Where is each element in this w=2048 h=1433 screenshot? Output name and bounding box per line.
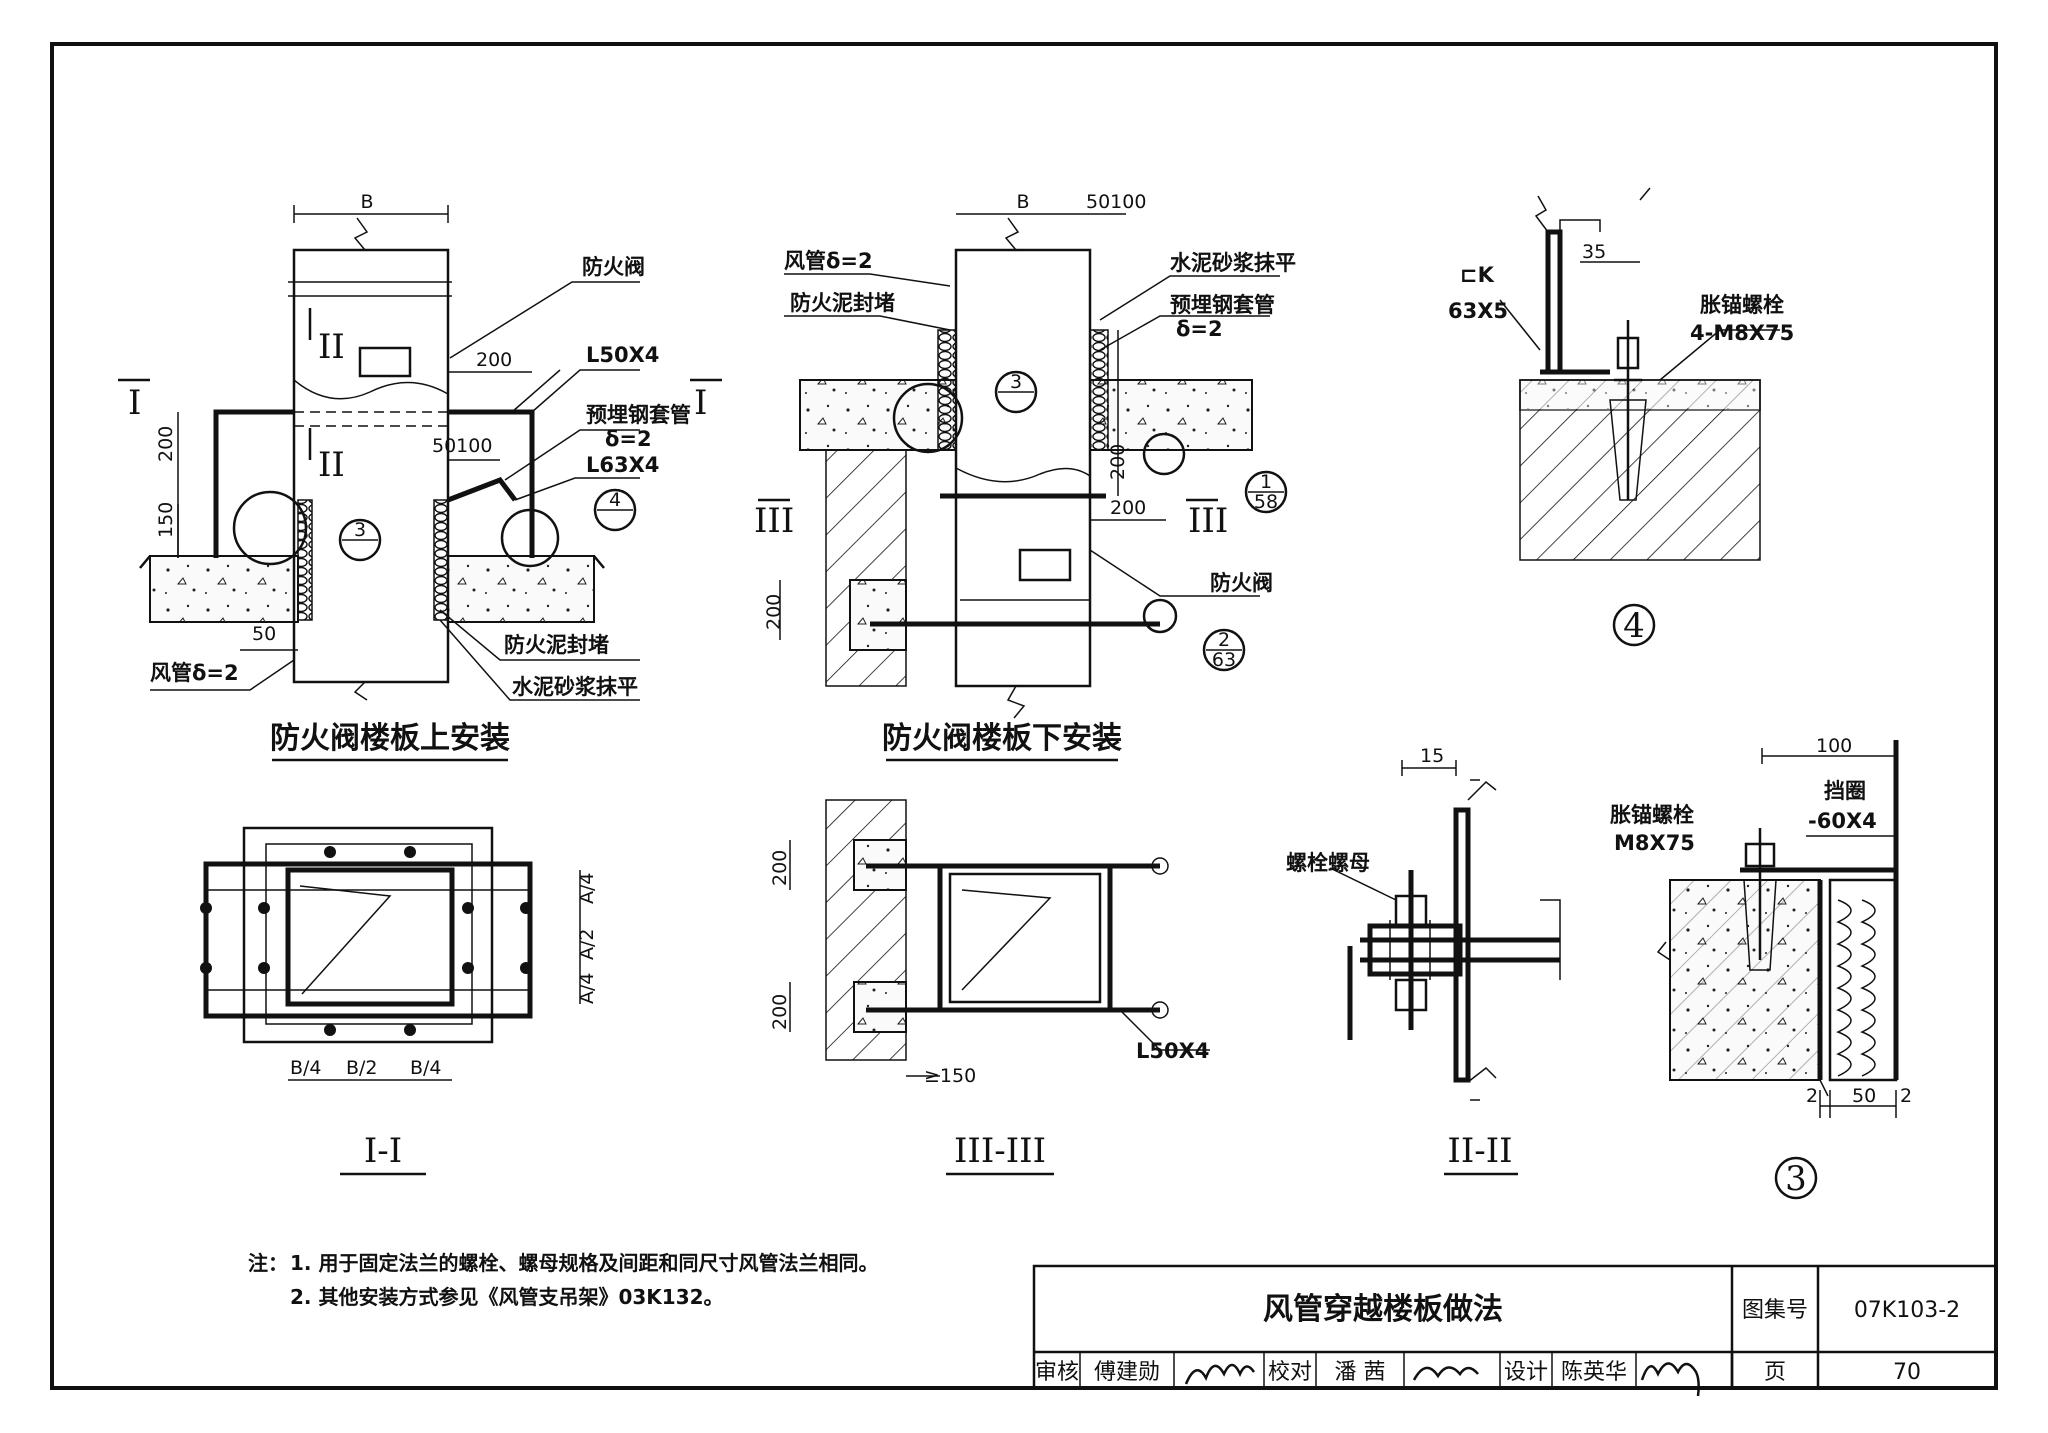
sec2-label-bolt-nut: 螺栓螺母 bbox=[1286, 851, 1370, 875]
page-number: 70 bbox=[1893, 1360, 1921, 1385]
fig3-label-ring-spec: -60X4 bbox=[1808, 809, 1877, 833]
title-block bbox=[1032, 1264, 1998, 1397]
fig4-label-bolt-spec: 4-M8X75 bbox=[1690, 321, 1794, 345]
fig1-label-duct: 风管δ=2 bbox=[150, 661, 239, 685]
fig-valve-above-floor bbox=[118, 205, 722, 701]
fig2-mark-iii-right: III bbox=[1188, 501, 1228, 541]
fig2-ref-63: 63 bbox=[1212, 649, 1236, 671]
fig-detail-4 bbox=[1499, 187, 1780, 647]
fig1-dim-50100: 50100 bbox=[432, 435, 492, 457]
fig1-label-angle-top: L50X4 bbox=[586, 343, 659, 367]
fig4-label-angle-type: ⊏K bbox=[1460, 263, 1495, 287]
fig1-dim-150: 150 bbox=[155, 502, 177, 538]
sec3-caption: III-III bbox=[954, 1131, 1046, 1171]
sec3-dim-150: ≥150 bbox=[924, 1065, 976, 1087]
designer-name: 陈英华 bbox=[1561, 1360, 1627, 1385]
fig4-label-bolt: 胀锚螺栓 bbox=[1700, 293, 1784, 317]
review-label: 审核 bbox=[1035, 1360, 1079, 1385]
fig3-label-bolt: 胀锚螺栓 bbox=[1610, 803, 1694, 827]
fig2-label-sleeve-delta: δ=2 bbox=[1176, 317, 1223, 341]
fig2-detail-3: 3 bbox=[1010, 371, 1022, 393]
fig1-label-sleeve: 预埋钢套管 bbox=[586, 403, 691, 427]
fig1-dim-50: 50 bbox=[252, 623, 276, 645]
sec3-label-angle: L50X4 bbox=[1136, 1039, 1209, 1063]
fig2-ref-58: 58 bbox=[1254, 491, 1278, 513]
fig3-dim-50: 50 bbox=[1852, 1085, 1876, 1107]
fig2-label-sleeve: 预埋钢套管 bbox=[1170, 293, 1275, 317]
fig2-dim-b: B bbox=[1016, 191, 1029, 213]
sec1-dim-a4-bot: A/4 bbox=[576, 973, 598, 1005]
fig2-caption: 防火阀楼板下安装 bbox=[882, 721, 1122, 756]
fig2-dim-200v: 200 bbox=[1107, 444, 1129, 480]
checker-name: 潘 茜 bbox=[1335, 1360, 1386, 1385]
fig2-label-duct: 风管δ=2 bbox=[784, 249, 873, 273]
fig2-dim-200h: 200 bbox=[1110, 497, 1146, 519]
fig1-label-seal: 防火泥封堵 bbox=[504, 633, 609, 657]
drawing-frame bbox=[50, 42, 1998, 1390]
fig-valve-below-floor bbox=[758, 213, 1288, 719]
sec1-dim-a4-top: A/4 bbox=[576, 873, 598, 905]
fig3-dim-2a: 2 bbox=[1806, 1085, 1818, 1107]
fig2-label-valve: 防火阀 bbox=[1210, 571, 1273, 595]
title-text: 风管穿越楼板做法 bbox=[1263, 1292, 1503, 1327]
fig2-label-seal: 防火泥封堵 bbox=[790, 291, 895, 315]
fig2-mark-iii-left: III bbox=[754, 501, 794, 541]
notes-prefix: 注： bbox=[248, 1251, 288, 1275]
fig2-ref-1: 1 bbox=[1260, 471, 1272, 493]
fig2-dim-50100: 50100 bbox=[1086, 191, 1146, 213]
fig4-number: 4 bbox=[1623, 606, 1645, 646]
fig3-label-bolt-spec: M8X75 bbox=[1614, 831, 1695, 855]
note-1: 1. 用于固定法兰的螺栓、螺母规格及间距和同尺寸风管法兰相同。 bbox=[290, 1251, 878, 1275]
page-label: 页 bbox=[1764, 1360, 1786, 1385]
sec1-dim-b4-left: B/4 bbox=[290, 1057, 322, 1079]
check-label: 校对 bbox=[1268, 1360, 1312, 1385]
fig2-dim-200low: 200 bbox=[763, 594, 785, 630]
note-2: 2. 其他安装方式参见《风管支吊架》03K132。 bbox=[290, 1285, 724, 1309]
fig2-label-mortar: 水泥砂浆抹平 bbox=[1170, 251, 1296, 275]
fig1-mark-i-left: I bbox=[128, 383, 141, 423]
fig3-dim-2b: 2 bbox=[1900, 1085, 1912, 1107]
sec1-dim-b4-right: B/4 bbox=[410, 1057, 442, 1079]
sec1-caption: I-I bbox=[364, 1131, 402, 1171]
fig1-mark-ii-lower: II bbox=[318, 445, 345, 485]
fig1-mark-i-right: I bbox=[694, 383, 707, 423]
fig1-mark-ii-upper: II bbox=[318, 327, 345, 367]
design-label: 设计 bbox=[1504, 1360, 1548, 1385]
fig3-number: 3 bbox=[1785, 1159, 1807, 1199]
sec1-dim-a2: A/2 bbox=[576, 929, 598, 961]
atlas-number: 07K103-2 bbox=[1854, 1298, 1960, 1323]
fig3-label-ring: 挡圈 bbox=[1824, 779, 1866, 803]
fig1-label-sleeve-delta: δ=2 bbox=[605, 427, 652, 451]
fig1-dim-200v: 200 bbox=[155, 426, 177, 462]
atlas-label: 图集号 bbox=[1742, 1298, 1808, 1323]
section-ii-ii bbox=[1329, 760, 1561, 1101]
fig3-dim-100: 100 bbox=[1816, 735, 1852, 757]
sec3-dim-200a: 200 bbox=[769, 850, 791, 886]
fig1-label-mortar: 水泥砂浆抹平 bbox=[512, 675, 638, 699]
sec2-caption: II-II bbox=[1447, 1131, 1512, 1171]
fig1-detail-3: 3 bbox=[354, 519, 366, 541]
fig4-label-angle-size: 63X5 bbox=[1448, 299, 1508, 323]
fig1-caption: 防火阀楼板上安装 bbox=[270, 721, 510, 756]
fig1-dim-200a: 200 bbox=[476, 349, 512, 371]
section-iii-iii bbox=[789, 799, 1210, 1077]
sec2-dim-15: 15 bbox=[1420, 745, 1444, 767]
section-i-i bbox=[200, 826, 581, 1081]
fig1-label-angle-bottom: L63X4 bbox=[586, 453, 659, 477]
fig4-dim-35: 35 bbox=[1582, 241, 1606, 263]
sec3-dim-200b: 200 bbox=[769, 994, 791, 1030]
fig-detail-3 bbox=[1656, 740, 1899, 1200]
fig1-label-valve: 防火阀 bbox=[582, 255, 645, 279]
reviewer-name: 傅建勋 bbox=[1094, 1360, 1160, 1385]
fig1-detail-4: 4 bbox=[609, 489, 621, 511]
fig2-ref-2: 2 bbox=[1218, 629, 1230, 651]
fig1-dim-b: B bbox=[360, 191, 373, 213]
sec1-dim-b2: B/2 bbox=[346, 1057, 378, 1079]
